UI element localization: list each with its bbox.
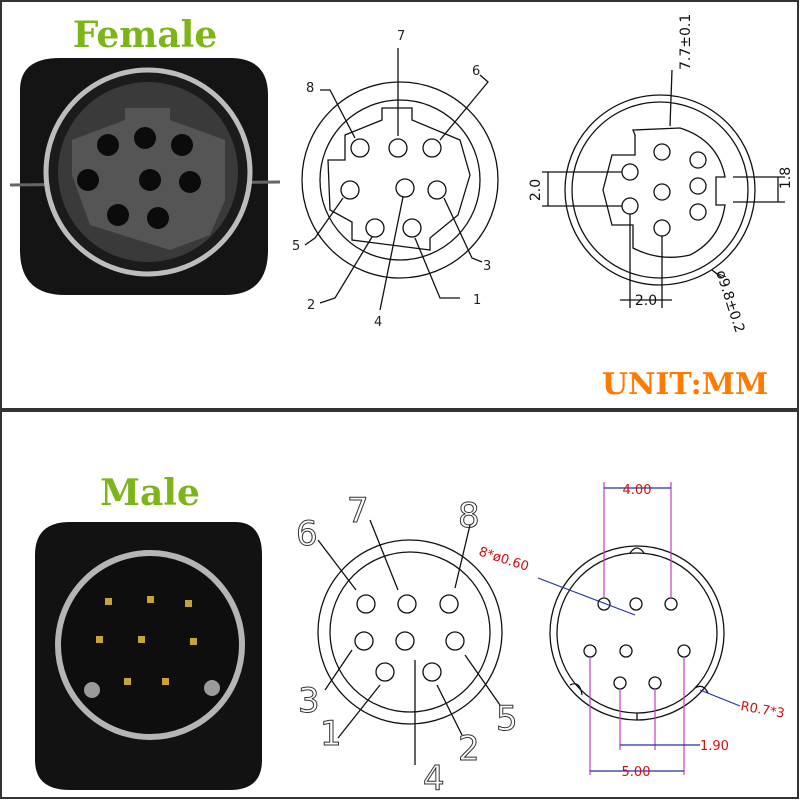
female-pinout-drawing: 1 2 3 4 5 6 7 8 — [292, 29, 499, 330]
female-dim-key-width: 1.8 — [778, 167, 794, 189]
unit-label: UNIT:MM — [602, 367, 768, 402]
male-pin-label-1: 1 — [320, 714, 342, 754]
male-dim-bottom-span: 5.00 — [622, 765, 651, 780]
male-pinout-drawing: 1 2 3 4 5 6 7 8 — [296, 491, 519, 800]
male-pin-label-7: 7 — [347, 491, 369, 531]
male-pin-label-5: 5 — [496, 699, 518, 739]
female-pin-label-2: 2 — [307, 298, 315, 313]
male-pin-label-4: 4 — [423, 759, 445, 799]
female-dim-pin-spacing-horizontal: 2.0 — [635, 293, 657, 309]
male-pin-label-2: 2 — [458, 729, 480, 769]
female-pin-label-8: 8 — [306, 81, 314, 96]
female-title: Female — [73, 14, 218, 56]
male-dim-bottom-pair: 1.90 — [700, 739, 729, 754]
female-dimension-drawing: 7.7±0.1 1.8 2.0 2.0 ø9.8±0.2 — [528, 14, 794, 335]
male-pin-label-8: 8 — [458, 496, 480, 536]
female-pin-label-6: 6 — [472, 64, 480, 79]
female-pin-label-3: 3 — [483, 259, 491, 274]
female-pin-label-5: 5 — [292, 239, 300, 254]
female-pin-label-4: 4 — [374, 315, 382, 330]
female-dim-pin-spacing-vertical: 2.0 — [528, 179, 544, 201]
male-pin-label-6: 6 — [296, 514, 318, 554]
male-dim-top-span: 4.00 — [623, 483, 652, 498]
male-pin-label-3: 3 — [298, 681, 320, 721]
female-pin-label-1: 1 — [473, 293, 481, 308]
male-dimension-drawing: 4.00 8*ø0.60 R0.7*3 1.90 5.00 — [477, 482, 786, 780]
female-dim-outer-diameter: ø9.8±0.2 — [712, 268, 747, 335]
female-pin-label-7: 7 — [397, 29, 405, 44]
female-panel-frame — [0, 0, 799, 410]
male-dim-pin-hole: 8*ø0.60 — [477, 545, 531, 575]
male-connector-photo — [35, 522, 262, 790]
female-dim-inner-diameter: 7.7±0.1 — [678, 14, 694, 70]
male-panel-frame — [0, 410, 799, 799]
male-dim-radius: R0.7*3 — [739, 699, 785, 721]
female-connector-photo — [9, 58, 281, 295]
male-title: Male — [100, 472, 200, 514]
